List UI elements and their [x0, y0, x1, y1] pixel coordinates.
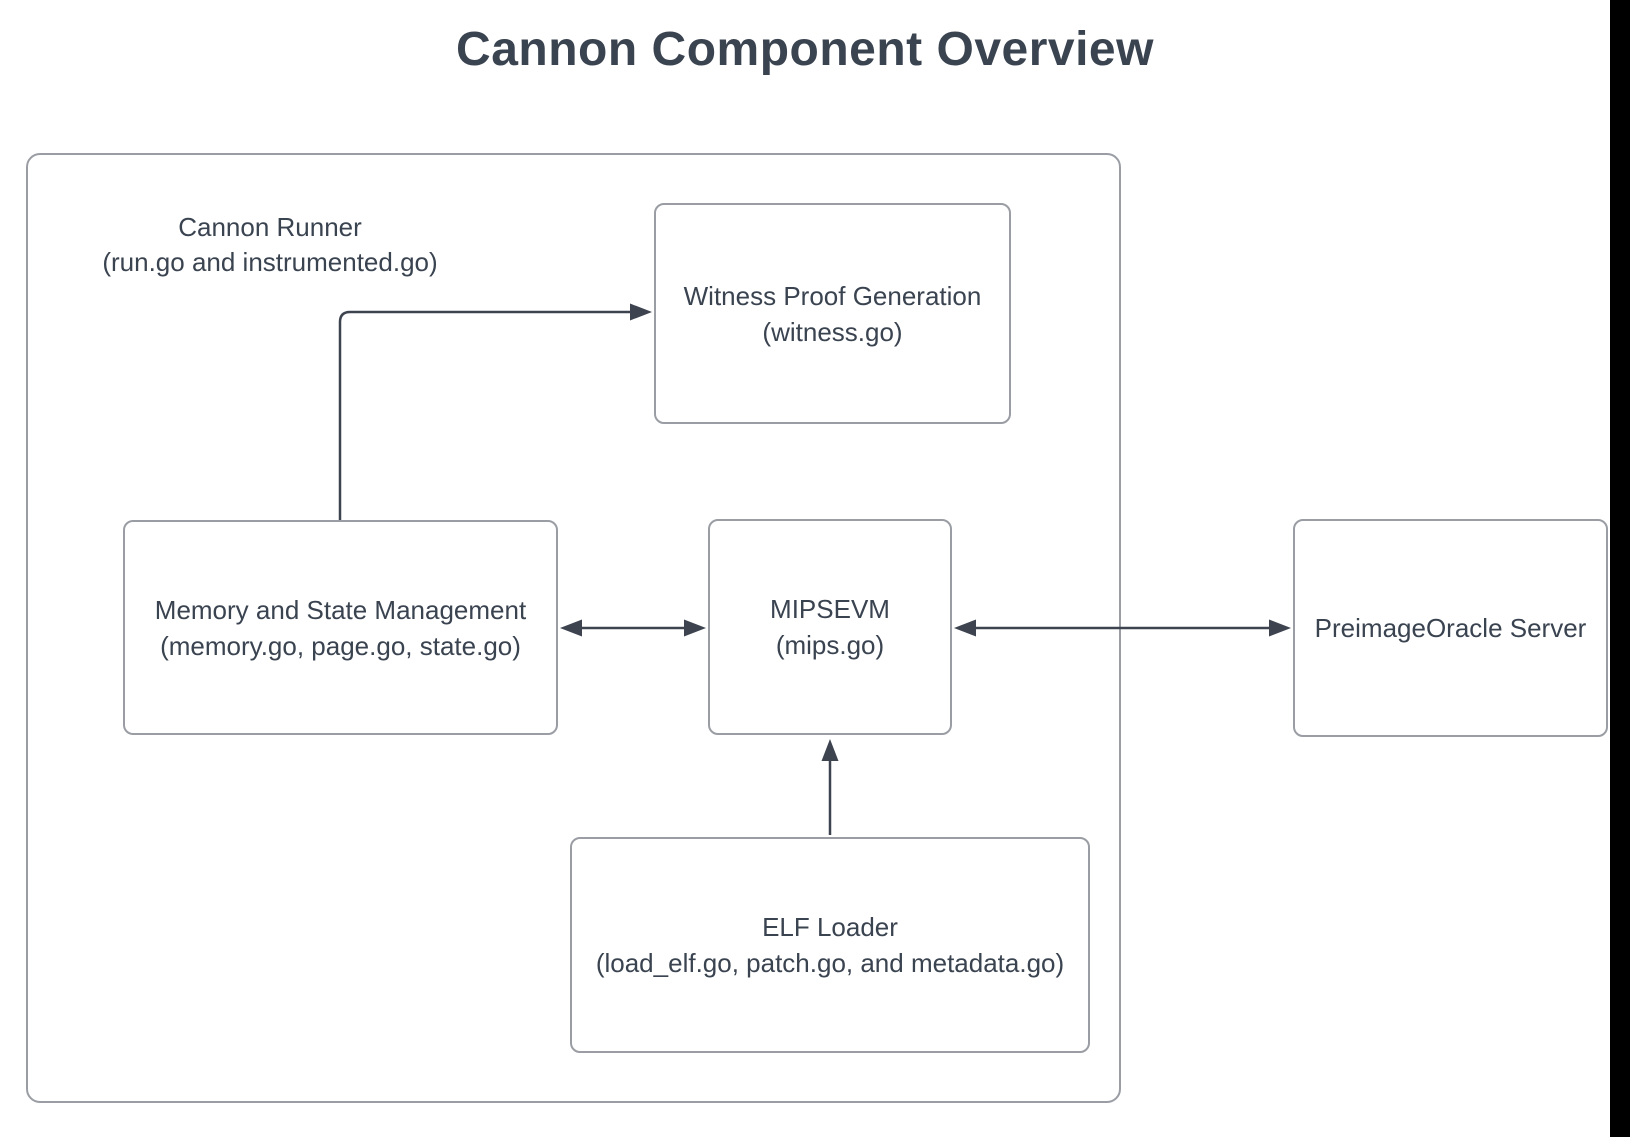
node-witness-proof-generation: Witness Proof Generation (witness.go) — [654, 203, 1011, 424]
node-label-line2: (mips.go) — [775, 630, 885, 660]
node-label-line2: (witness.go) — [762, 316, 903, 347]
node-label-line1: ELF Loader — [762, 912, 898, 942]
cannon-runner-label-line2: (run.go and instrumented.go) — [102, 247, 438, 277]
node-preimage-oracle-server: PreimageOracle Server — [1293, 519, 1608, 737]
cannon-runner-label-line1: Cannon Runner — [178, 212, 362, 242]
node-label-line1: Memory and State Management — [154, 594, 527, 625]
node-memory-and-state-management: Memory and State Management (memory.go, … — [123, 520, 558, 735]
right-edge-strip — [1610, 0, 1630, 1137]
arrowhead — [1269, 619, 1291, 637]
node-label-line1: MIPSEVM — [770, 594, 890, 624]
node-label-line2: (load_elf.go, patch.go, and metadata.go) — [595, 948, 1065, 978]
diagram-title: Cannon Component Overview — [456, 23, 1154, 76]
node-label-line1: Witness Proof Generation — [683, 280, 982, 311]
node-mipsevm: MIPSEVM (mips.go) — [708, 519, 952, 735]
cannon-runner-label: Cannon Runner (run.go and instrumented.g… — [80, 210, 460, 280]
node-label-line2: (memory.go, page.go, state.go) — [160, 630, 521, 661]
node-elf-loader: ELF Loader (load_elf.go, patch.go, and m… — [570, 837, 1090, 1053]
node-label-line1: PreimageOracle Server — [1314, 613, 1587, 643]
